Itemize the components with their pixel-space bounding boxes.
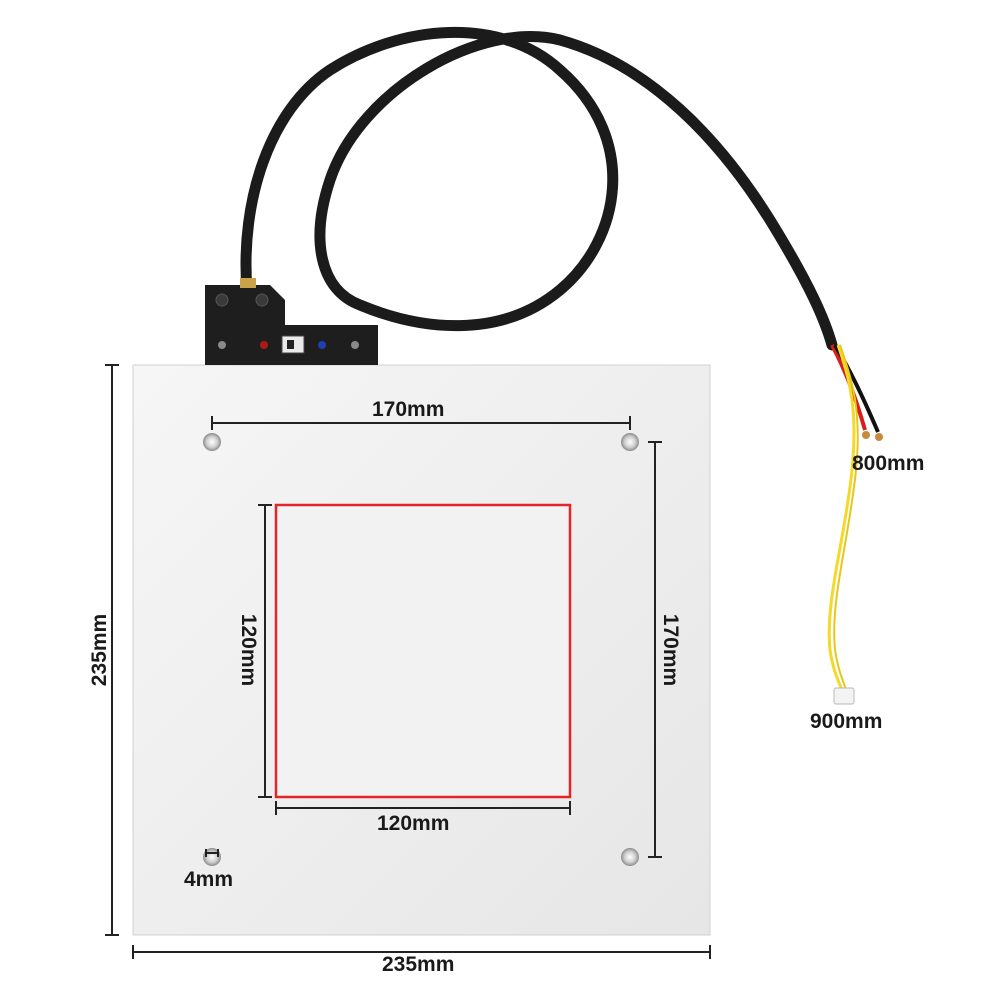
- blue-led: [318, 341, 326, 349]
- power-wire-length-label: 800mm: [852, 452, 925, 475]
- heat-zone-width-label: 120mm: [377, 812, 450, 835]
- thermistor-wire-length-label: 900mm: [810, 710, 883, 733]
- cable-connector-housing: [205, 278, 378, 365]
- thermistor-connector: [833, 687, 855, 705]
- power-cable: [240, 26, 838, 351]
- hole-diameter-label: 4mm: [184, 868, 234, 891]
- heat-zone-outline: [274, 503, 572, 799]
- plate-height-label: 235mm: [88, 613, 111, 687]
- right-hole-spacing-label: 170mm: [659, 613, 682, 687]
- plate-width-label: 235mm: [382, 953, 455, 976]
- top-hole-spacing-label: 170mm: [372, 398, 445, 421]
- mounting-hole-top-right: [621, 433, 639, 451]
- red-led: [260, 341, 268, 349]
- dimension-lines: [105, 364, 711, 959]
- thermistor-wire: [827, 344, 856, 691]
- mounting-hole-bottom-right: [621, 848, 639, 866]
- mounting-hole-top-left: [203, 433, 221, 451]
- heat-zone-height-label: 120mm: [237, 613, 260, 687]
